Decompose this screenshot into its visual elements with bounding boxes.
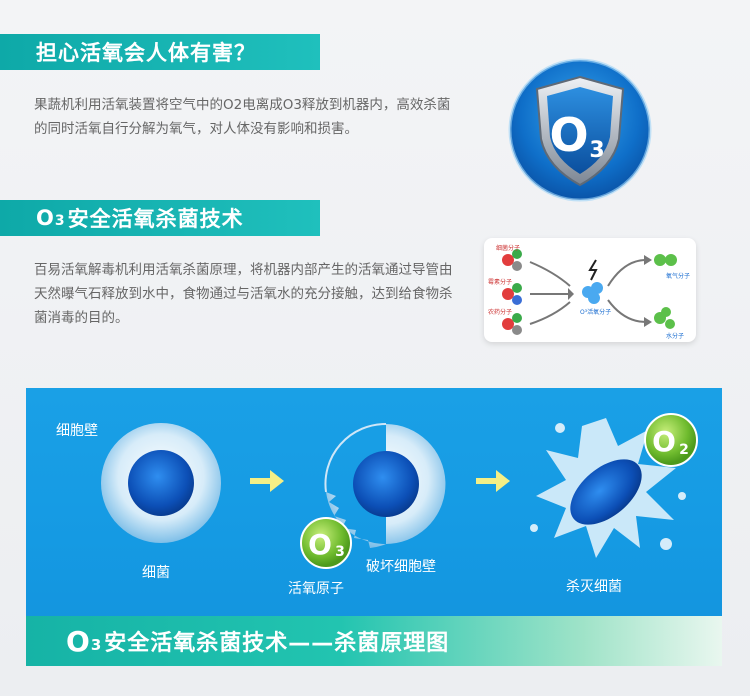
label-water-molecule: 水分子 bbox=[666, 332, 684, 340]
bacteria-label: 细菌 bbox=[142, 565, 170, 581]
damaged-bacteria-cell bbox=[324, 422, 446, 548]
arrow-out-2 bbox=[607, 299, 647, 323]
section-title-ozone-safety: 担心活氧会人体有害？ bbox=[0, 34, 320, 70]
arrow-in-3 bbox=[529, 301, 571, 325]
arrow-out-1 bbox=[607, 259, 647, 287]
ozone-atom-label: 活氧原子 bbox=[288, 581, 344, 597]
footer-o-letter: O bbox=[66, 624, 91, 658]
reaction-diagram-card: 细菌分子 霉素分子 农药分子 O³活氧分子 氧气分子 水分子 bbox=[484, 238, 696, 342]
footer-subscript: 3 bbox=[90, 636, 103, 654]
break-cell-wall-label: 破坏细胞壁 bbox=[366, 559, 436, 575]
label-bacteria-molecule: 细菌分子 bbox=[496, 244, 520, 252]
section-title-text: 担心活氧会人体有害？ bbox=[36, 41, 256, 65]
oxygen-molecule-icon bbox=[654, 254, 677, 266]
label-mold-molecule: 霉素分子 bbox=[488, 278, 512, 286]
mold-molecule-icon bbox=[502, 283, 522, 305]
label-o3-molecule: O³活氧分子 bbox=[580, 308, 611, 316]
label-oxygen-molecule: 氧气分子 bbox=[666, 272, 690, 280]
pesticide-molecule-icon bbox=[502, 313, 522, 335]
lightning-icon bbox=[588, 259, 598, 281]
arrow-right-icon bbox=[476, 470, 510, 492]
arrow-head-in bbox=[568, 288, 574, 300]
arrow-head-out-1 bbox=[644, 255, 652, 265]
kill-bacteria-label: 杀灭细菌 bbox=[566, 579, 622, 595]
o3-atom-badge: O 3 bbox=[300, 517, 352, 569]
o3-badge-o: O bbox=[308, 528, 332, 561]
o3-molecule-icon bbox=[582, 282, 603, 304]
title-rest-text: 安全活氧杀菌技术 bbox=[67, 207, 244, 231]
o2-badge-o: O bbox=[652, 425, 676, 458]
water-molecule-icon bbox=[654, 307, 675, 329]
footer-title-banner: O 3 安全活氧杀菌技术——杀菌原理图 bbox=[26, 616, 722, 666]
o3-badge-sub: 3 bbox=[335, 544, 345, 560]
title-o-letter: O bbox=[36, 206, 55, 230]
arrow-right-icon bbox=[250, 470, 284, 492]
arrow-in-1 bbox=[529, 261, 571, 287]
shield-o-letter: O bbox=[549, 108, 588, 162]
o3-shield-icon: O 3 bbox=[505, 55, 655, 205]
shield-subscript: 3 bbox=[589, 138, 604, 163]
footer-title-text: 安全活氧杀菌技术——杀菌原理图 bbox=[104, 631, 450, 656]
cell-wall-label: 细胞壁 bbox=[56, 423, 98, 439]
o2-badge-sub: 2 bbox=[679, 442, 689, 458]
label-pesticide-molecule: 农药分子 bbox=[488, 308, 512, 316]
o3-tech-description: 百易活氧解毒机利用活氧杀菌原理，将机器内部产生的活氧通过导管由天然曝气石释放到水… bbox=[34, 262, 453, 326]
bacteria-molecule-icon bbox=[502, 249, 522, 271]
title-subscript: 3 bbox=[54, 213, 66, 229]
intact-bacteria-cell bbox=[101, 423, 221, 543]
o2-molecule-badge: O 2 bbox=[644, 413, 698, 467]
arrow-head-out-2 bbox=[644, 317, 652, 327]
section-title-o3-tech: O 3 安全活氧杀菌技术 bbox=[0, 200, 320, 236]
ozone-safety-description: 果蔬机利用活氧装置将空气中的O2电离成O3释放到机器内，高效杀菌的同时活氧自行分… bbox=[34, 97, 451, 137]
destroyed-bacteria-splat bbox=[530, 418, 686, 558]
